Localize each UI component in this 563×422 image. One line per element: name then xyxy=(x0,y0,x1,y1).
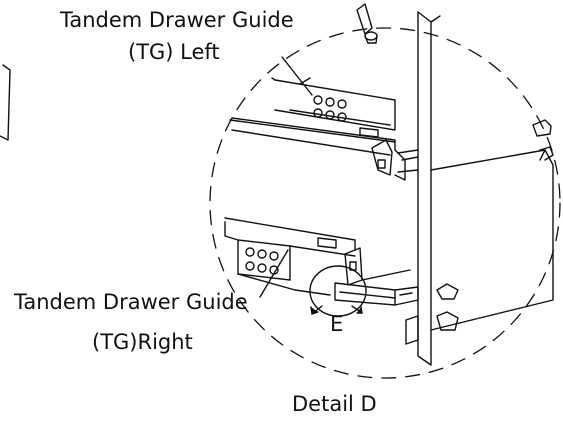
left-fragment xyxy=(0,64,11,141)
leader-tg-left xyxy=(281,56,313,96)
leader-tg-right xyxy=(259,249,289,298)
drawer-front xyxy=(430,149,554,331)
tg-left-drawer-guide xyxy=(229,77,406,181)
cabinet-panel xyxy=(417,11,432,366)
tg-right-label-line2: (TG)Right xyxy=(92,330,193,354)
tg-right-drawer-guide xyxy=(224,217,419,306)
top-bracket xyxy=(356,3,378,44)
tg-left-label-line2: (TG) Left xyxy=(128,40,220,64)
tg-right-label-line1: Tandem Drawer Guide xyxy=(14,290,248,314)
bottom-clips xyxy=(405,283,459,345)
detail-e-label: E xyxy=(330,312,344,336)
detail-e-callout xyxy=(309,265,367,317)
right-clips xyxy=(532,119,554,161)
detail-circle xyxy=(209,27,561,379)
tg-left-label-line1: Tandem Drawer Guide xyxy=(60,8,294,32)
detail-title: Detail D xyxy=(292,392,377,416)
